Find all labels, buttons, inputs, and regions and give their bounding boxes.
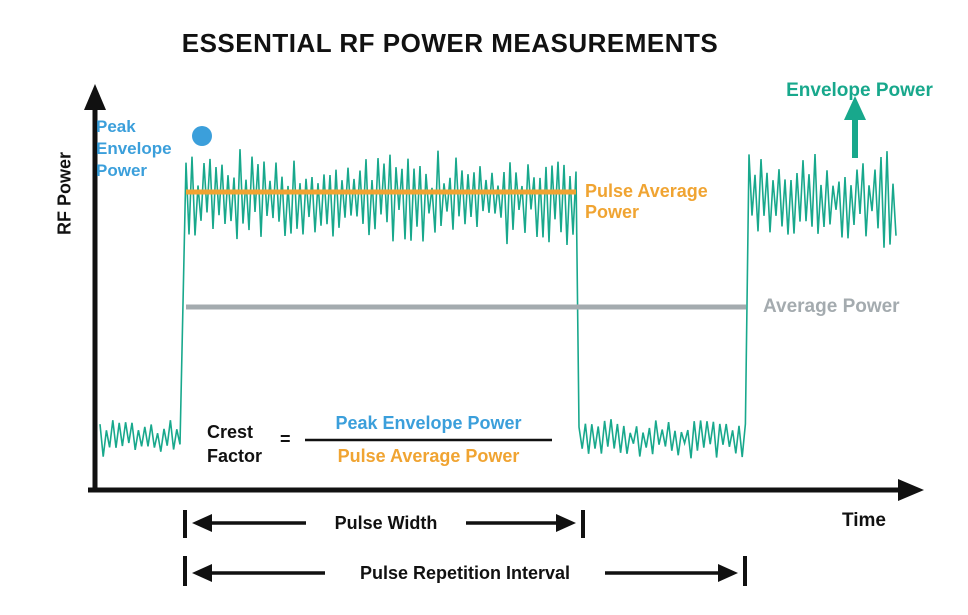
pulse-width-arrow-head-left <box>192 514 212 532</box>
x-axis-arrow-head <box>898 479 924 501</box>
crest-factor-denominator: Pulse Average Power <box>337 446 520 466</box>
average-power-label: Average Power <box>763 296 900 317</box>
pulse-width-tick-right <box>581 510 585 538</box>
x-axis-label: Time <box>842 510 887 531</box>
y-axis-label: RF Power <box>54 152 75 236</box>
peak-envelope-power-dot <box>192 126 212 146</box>
crest-factor-equals: = <box>280 429 291 449</box>
diagram-title: ESSENTIAL RF POWER MEASUREMENTS <box>181 28 719 58</box>
pulse-repetition-interval-label: Pulse Repetition Interval <box>325 561 605 585</box>
crest-factor-numerator: Peak Envelope Power <box>335 413 522 433</box>
envelope-power-arrow-head <box>844 96 866 120</box>
envelope-power-label: Envelope Power <box>786 80 933 101</box>
pri-arrow-head-left <box>192 564 212 582</box>
pulse-width-label: Pulse Width <box>306 511 466 535</box>
rf-waveform <box>99 149 897 459</box>
peak-envelope-power-label: Peak Envelope Power <box>96 117 172 180</box>
pri-arrow-head-right <box>718 564 738 582</box>
pulse-width-arrow-head-right <box>556 514 576 532</box>
pulse-width-tick-left <box>183 510 187 538</box>
y-axis-arrow-head <box>84 84 106 110</box>
crest-factor-label: Crest Factor <box>207 422 263 466</box>
pulse-average-power-label: Pulse Average Power <box>585 181 708 222</box>
pri-tick-right <box>743 556 747 586</box>
pri-tick-left <box>183 556 187 586</box>
